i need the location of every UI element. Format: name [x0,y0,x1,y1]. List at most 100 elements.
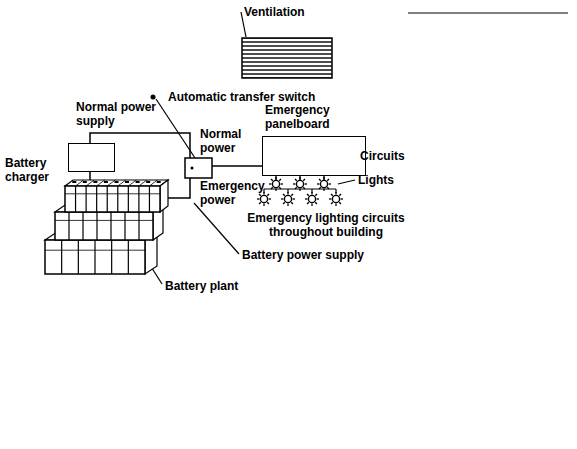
lamp-ray [331,202,333,204]
switch-contact [191,167,194,170]
lamp-ray [315,202,317,204]
lamp-bulb [296,180,303,187]
cell-top-divider [107,180,115,186]
cell-divider [149,186,150,212]
lamp-ray [317,183,319,184]
lamp-ray [335,204,336,206]
lamp-bulb [332,195,339,202]
cell-divider [96,212,97,240]
leader-line [194,203,239,254]
lamp-ray [267,194,269,196]
shelf-side [160,180,168,212]
lamp-ray [283,202,285,204]
callout-label: Battery power supply [242,248,364,262]
cell-terminal [115,181,119,183]
caption-label: Emergency lighting circuits throughout b… [236,211,416,239]
cell-terminal [146,181,150,183]
lamp-ray [319,179,321,181]
lamp-ray [335,192,336,194]
lamp-bulb [308,195,315,202]
lamp-ray [257,198,259,199]
lamp-bulb [260,195,267,202]
lamp-ray [315,194,317,196]
panelboard-box: Emergency panelboard [262,136,366,176]
shelf-front [55,212,153,240]
cell-band [55,220,153,221]
cell-top-divider [97,180,105,186]
node-label: Battery charger [5,156,65,184]
cell-top-divider [139,180,147,186]
cell-top-divider [128,180,136,186]
cell-top-divider [76,180,84,186]
callout-label: Battery plant [165,279,238,293]
ventilation-grille [242,38,332,78]
lamp-ray [291,202,293,204]
leader-dot [151,95,156,100]
lamp-ray [269,183,271,184]
cell-top-divider [86,180,94,186]
cell-terminal [104,181,108,183]
cell-divider [96,186,97,212]
cell-terminal [136,181,140,183]
feeder-wire [212,165,262,167]
rule-line [408,12,568,13]
battery-plant [45,180,168,274]
cell-divider [68,212,69,240]
lamp-ray [259,202,261,204]
lamp-symbol [305,192,319,206]
lamp-ray [299,177,300,179]
cell-divider [138,212,139,240]
lamp-ray [305,198,307,199]
lamp-ray [307,202,309,204]
lamp-ray [303,179,305,181]
lamp-ray [327,179,329,181]
cell-divider [82,212,83,240]
cell-divider [107,186,108,212]
circuit-wire [264,188,336,189]
lamp-ray [283,194,285,196]
cell-divider [110,212,111,240]
cell-terminal [125,181,129,183]
lamp-ray [269,198,271,199]
leader-line [338,180,355,184]
lamp-ray [259,194,261,196]
cell-divider [78,240,79,274]
lamp-ray [293,183,295,184]
callout-label: Lights [358,173,394,187]
lamp-ray [281,183,283,184]
charger-box: Battery charger [68,143,115,172]
node-label: Emergency panelboard [265,103,360,131]
cell-top-divider [118,180,126,186]
cell-divider [86,186,87,212]
cell-divider [75,186,76,212]
callout-label: Circuits [360,149,405,163]
cell-divider [117,186,118,212]
cell-terminal [93,181,97,183]
lamp-ray [329,183,331,184]
cell-top-divider [149,180,157,186]
circuit-wire [299,176,300,180]
lamp-ray [329,198,331,199]
lamp-ray [305,183,307,184]
transfer-switch [185,158,212,178]
shelf-front [45,240,145,274]
lamp-bulb [320,180,327,187]
lamp-ray [287,192,288,194]
lamp-ray [311,204,312,206]
callout-label: Automatic transfer switch [168,90,315,104]
cell-band [65,193,160,194]
lamp-ray [295,179,297,181]
wire-label: Normal power supply [76,100,156,128]
lamp-ray [275,177,276,179]
leader-line [156,99,195,158]
circuit-wire [275,176,276,180]
cell-divider [111,240,112,274]
cell-divider [128,240,129,274]
cell-terminal [83,181,87,183]
lamp-symbol [281,192,295,206]
lamp-ray [291,194,293,196]
lamp-ray [311,192,312,194]
lamp-bulb [272,180,279,187]
lamp-ray [317,198,319,199]
shelf-front [65,186,160,212]
